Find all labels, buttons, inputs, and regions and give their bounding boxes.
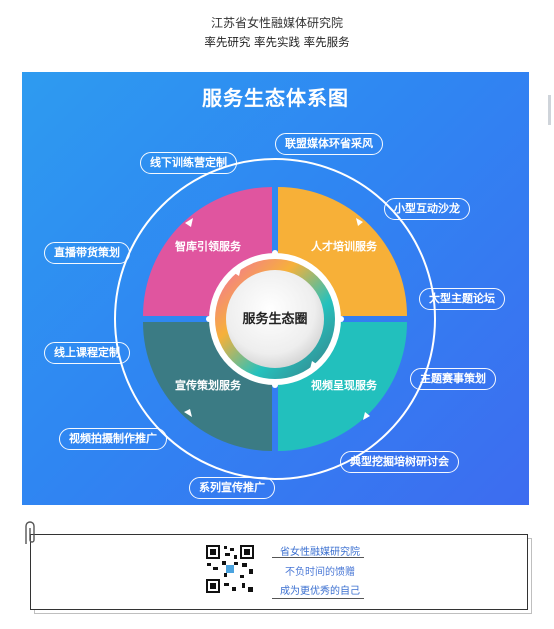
outer-item: 典型挖掘培树研讨会 [340,451,459,473]
center-label: 服务生态圈 [242,311,307,327]
outer-item: 线下训练营定制 [140,152,237,174]
outer-item: 大型主题论坛 [419,288,505,310]
outer-item: 直播带货策划 [44,242,130,264]
card-tagline: 不负时间的馈赠 [285,567,355,578]
outer-item: 小型互动沙龙 [384,198,470,220]
card-title: 省女性融媒研究院 [280,547,360,558]
quadrant-label: 人才培训服务 [311,239,378,253]
diagram-title: 服务生态体系图 [202,86,349,110]
card-tagline-2: 成为更优秀的自己 [280,586,360,597]
quadrant-label: 宣传策划服务 [175,378,242,392]
qr-code-icon[interactable] [204,543,256,595]
quadrant-label: 视频呈现服务 [311,378,378,392]
quadrant-label: 智库引领服务 [175,239,242,253]
center-circle [226,270,324,368]
footer-card [30,534,528,610]
arrow-icon [233,268,241,276]
ecosystem-ring: 智库引领服务 人才培训服务 视频呈现服务 宣传策划服务 服务生态圈 [114,158,436,480]
outer-item: 视频拍摄制作推广 [59,428,167,450]
org-title: 江苏省女性融媒体研究院 [210,16,343,30]
org-slogan: 率先研究 率先实践 率先服务 [204,35,350,49]
outer-ring [114,158,436,480]
arrow-icon [184,409,192,417]
arrow-icon [185,218,193,227]
arrow-icon [363,412,370,420]
outer-item: 系列宣传推广 [189,477,275,499]
paperclip-icon [25,521,35,544]
arrow-icon [310,361,318,369]
service-ecosystem-diagram: 服务生态体系图 [22,72,529,505]
outer-item: 线上课程定制 [44,342,130,364]
outer-item: 联盟媒体环省采风 [275,133,383,155]
scroll-indicator [548,95,551,125]
arrow-icon [356,218,363,226]
outer-item: 主题赛事策划 [410,368,496,390]
